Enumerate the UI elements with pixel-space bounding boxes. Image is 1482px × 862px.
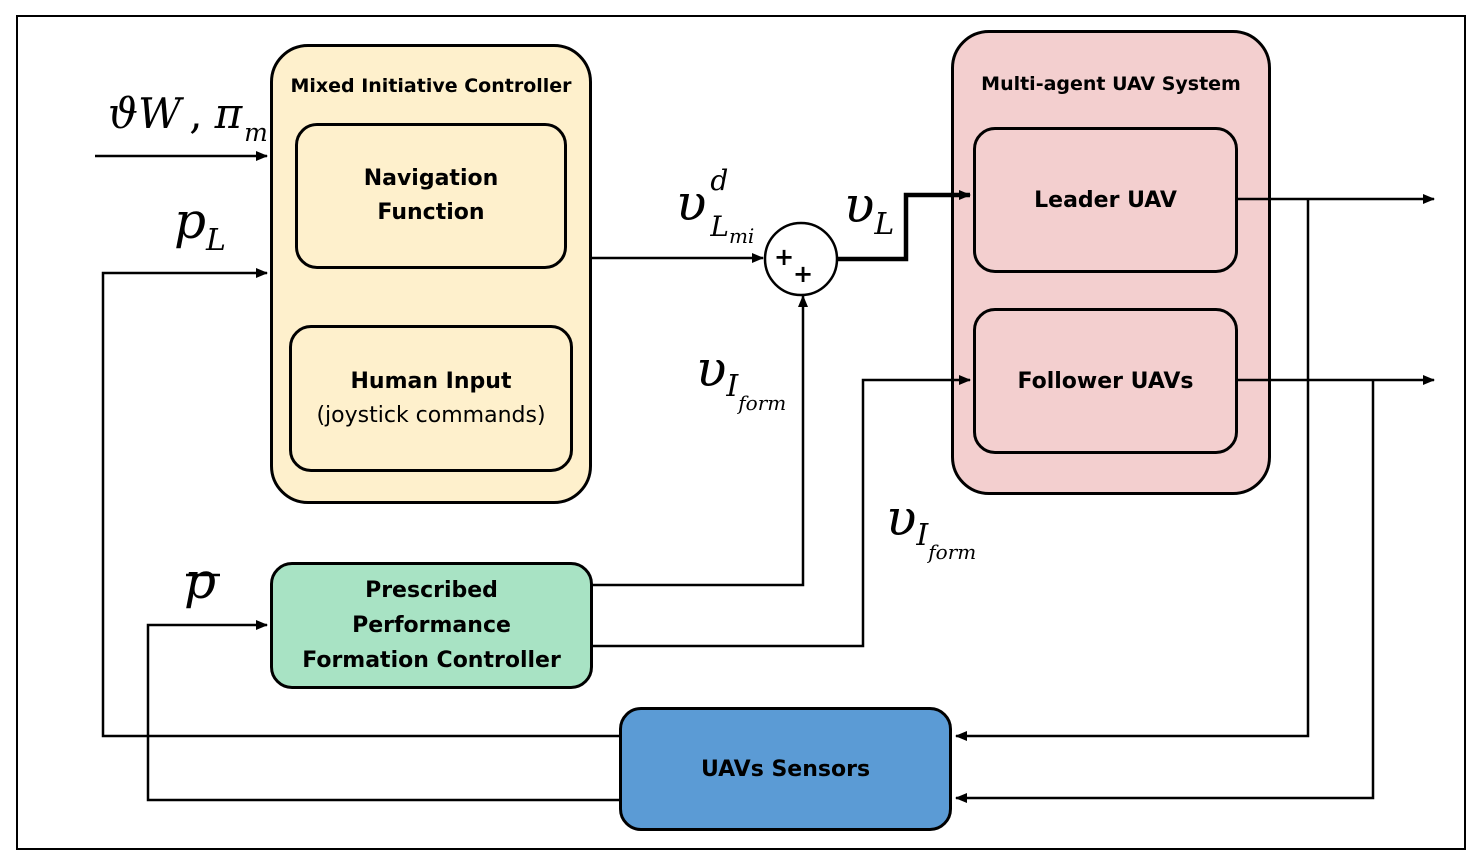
- input-signal-label: ϑW,πm: [108, 89, 268, 147]
- diagram-frame: [16, 15, 1466, 850]
- sum-sign-top: +: [774, 243, 794, 271]
- formation-controller-label: Prescribed Performance Formation Control…: [302, 578, 561, 673]
- vl-to-leader-arrow: [838, 190, 971, 262]
- pl-feedback-arrow: [101, 268, 619, 738]
- sum-sign-bottom: +: [793, 260, 813, 288]
- follower-to-sensors-arrow: [955, 380, 1375, 803]
- leader-uav-label: Leader UAV: [1034, 187, 1177, 213]
- uavs-sensors-label: UAVs Sensors: [700, 756, 871, 782]
- navigation-function-block: Navigation Function: [295, 123, 567, 269]
- leader-uav-block: Leader UAV: [973, 127, 1238, 273]
- formation-to-follower-arrow: [593, 375, 971, 648]
- human-input-block: Human Input (joystick commands): [289, 325, 573, 472]
- v-l-signal-label: υL: [844, 176, 894, 242]
- human-input-sublabel: (joystick commands): [316, 402, 546, 428]
- human-input-label: Human Input: [350, 368, 512, 394]
- v-iform-signal-label-2: υIform: [886, 489, 976, 564]
- summing-junction: [763, 221, 839, 297]
- formation-to-sum-arrow: [593, 295, 808, 587]
- pbar-signal-label: p: [184, 552, 216, 610]
- mixed-initiative-controller-title: Mixed Initiative Controller: [290, 75, 572, 97]
- navigation-function-label: Navigation Function: [363, 166, 499, 225]
- follower-uavs-block: Follower UAVs: [973, 308, 1238, 454]
- v-iform-signal-label-1: υIform: [696, 340, 786, 415]
- uavs-sensors-block: UAVs Sensors: [619, 707, 952, 831]
- formation-controller-block: Prescribed Performance Formation Control…: [270, 562, 593, 689]
- pl-signal-label: pL: [174, 192, 226, 258]
- leader-to-sensors-arrow: [955, 199, 1310, 741]
- multi-agent-uav-system-title: Multi-agent UAV System: [981, 73, 1241, 95]
- follower-uavs-label: Follower UAVs: [1017, 368, 1194, 394]
- pbar-feedback-arrow: [146, 620, 619, 802]
